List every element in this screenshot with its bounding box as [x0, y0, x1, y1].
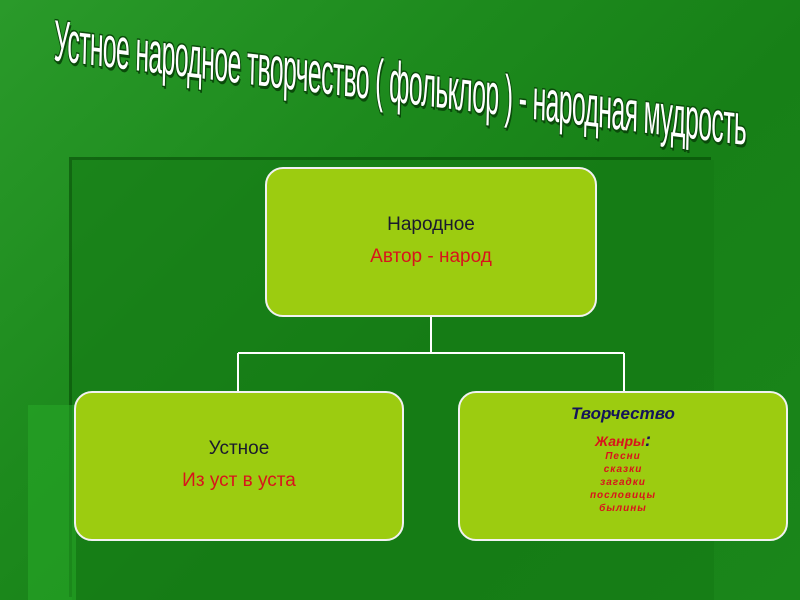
genres-heading: Жанры:: [595, 431, 651, 450]
node-narodnoe-sublabel: Автор - народ: [370, 246, 492, 267]
genres-heading-colon: :: [644, 430, 651, 450]
node-ustnoe: Устное Из уст в уста: [74, 391, 404, 541]
genre-item: былины: [599, 503, 647, 514]
node-tvorchestvo-label: Творчество: [571, 404, 675, 423]
node-narodnoe-label: Народное: [387, 214, 475, 235]
genre-item: загадки: [600, 477, 646, 488]
node-ustnoe-sublabel: Из уст в уста: [182, 470, 296, 491]
node-narodnoe: Народное Автор - народ: [265, 167, 597, 317]
node-tvorchestvo: Творчество Жанры: Песни сказки загадки п…: [458, 391, 788, 541]
genre-item: сказки: [603, 464, 643, 475]
genre-item: пословицы: [589, 490, 657, 501]
genres-heading-text: Жанры: [595, 433, 645, 449]
background-panel-accent: [28, 405, 76, 600]
genre-item: Песни: [605, 451, 641, 462]
node-ustnoe-label: Устное: [208, 438, 270, 459]
